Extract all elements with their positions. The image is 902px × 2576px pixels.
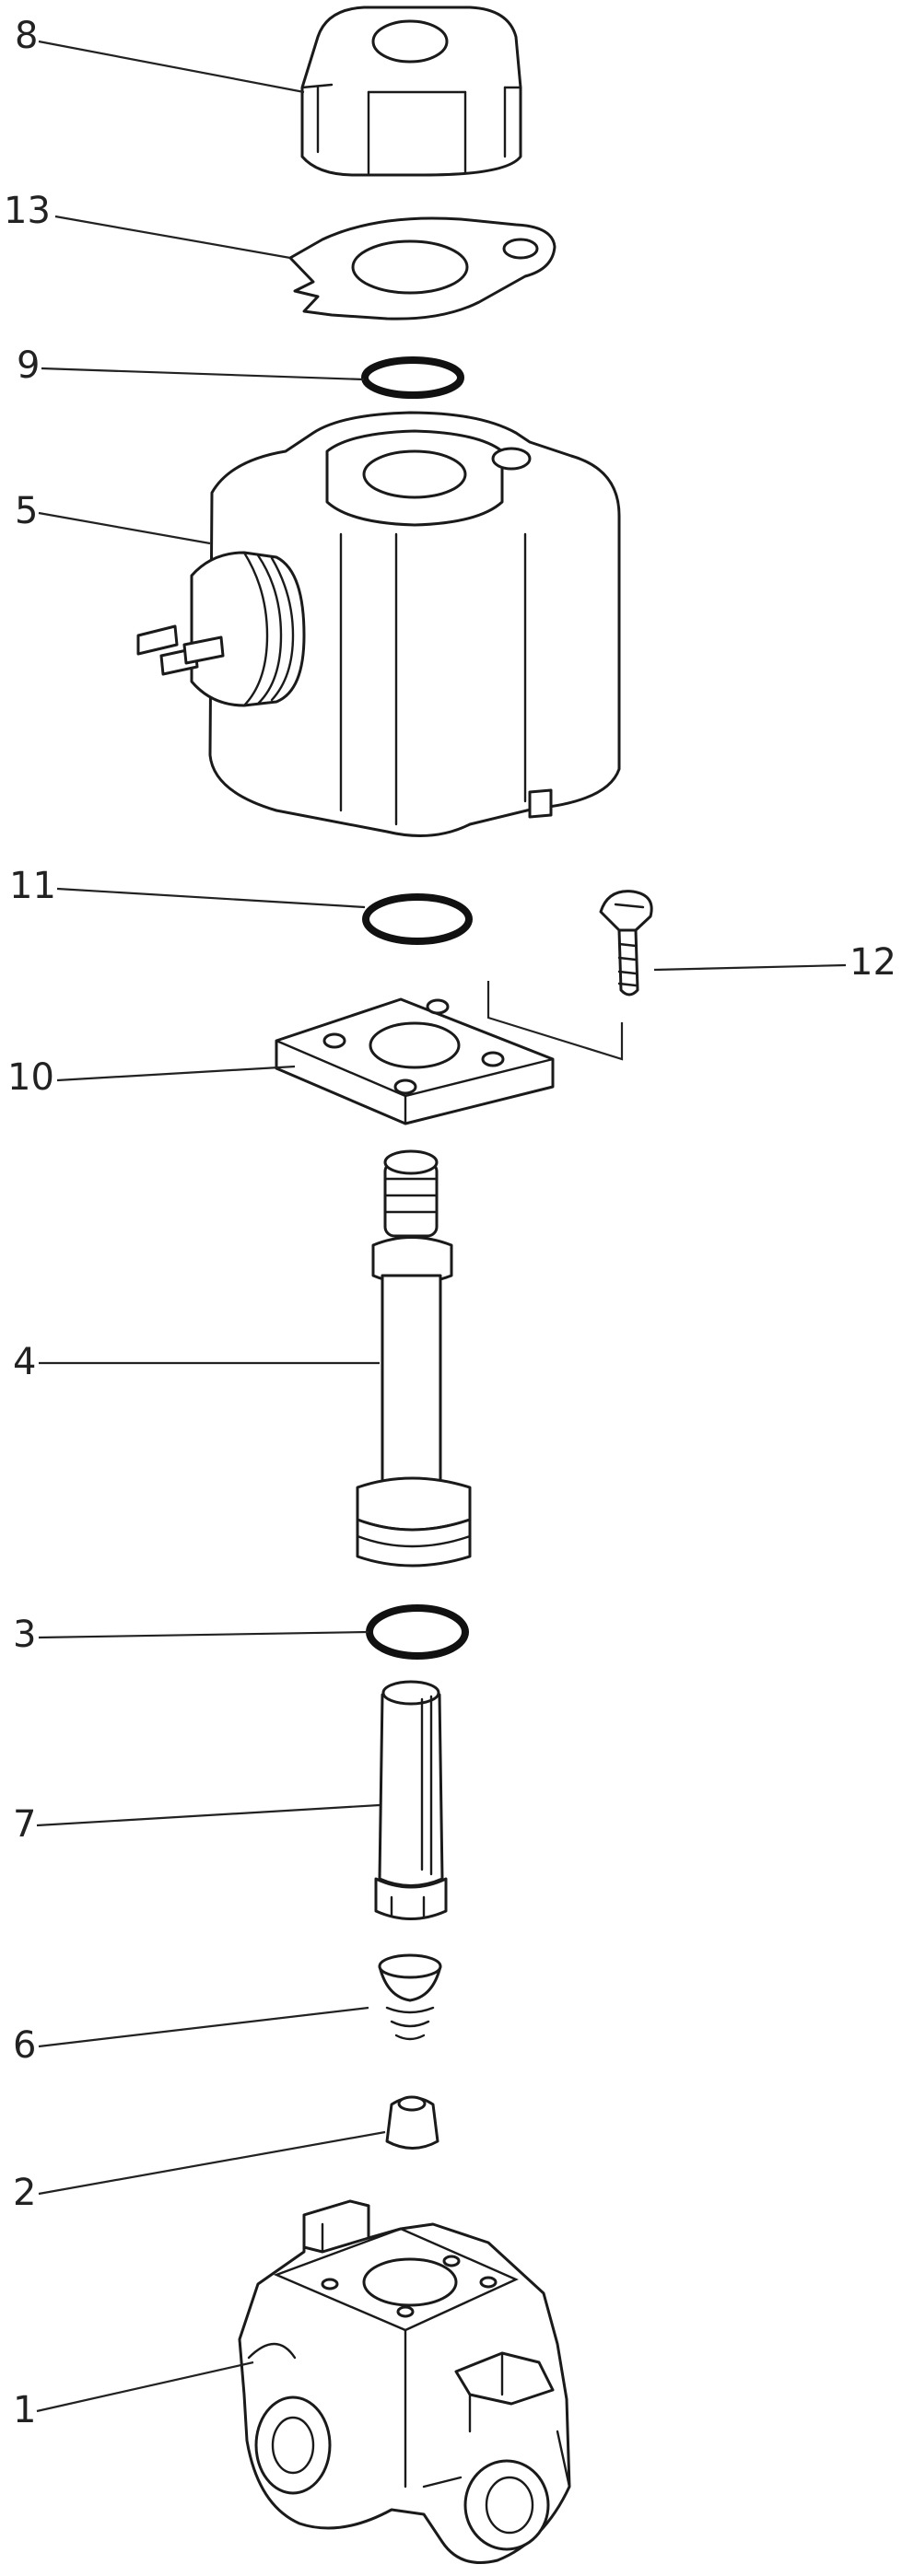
leader-13 xyxy=(54,215,291,260)
part-7-plunger xyxy=(374,1680,448,1920)
callout-6: 6 xyxy=(13,2024,36,2067)
leader-2 xyxy=(38,2130,386,2196)
callout-10: 10 xyxy=(7,1056,54,1099)
callout-7: 7 xyxy=(13,1803,36,1846)
part-6-spring xyxy=(378,1953,442,2041)
leader-10 xyxy=(56,1065,296,1082)
part-12-screw xyxy=(486,890,653,1061)
part-2-seat xyxy=(385,2095,439,2150)
part-5-solenoid-coil xyxy=(136,411,621,837)
leader-5 xyxy=(38,511,211,545)
callout-12: 12 xyxy=(849,941,896,984)
part-11-o-ring xyxy=(362,893,473,945)
leader-12 xyxy=(653,963,847,972)
part-10-square-plate xyxy=(275,997,555,1125)
leader-11 xyxy=(56,887,366,909)
part-9-o-ring xyxy=(361,356,464,399)
leader-6 xyxy=(38,2006,369,2048)
part-4-tube xyxy=(356,1149,472,1568)
callout-8: 8 xyxy=(15,15,38,57)
leader-9 xyxy=(41,367,365,381)
callout-5: 5 xyxy=(15,490,38,532)
part-13-plate xyxy=(288,216,556,321)
leader-8 xyxy=(38,40,305,94)
part-8-nut xyxy=(300,6,522,177)
leader-1 xyxy=(36,2360,254,2413)
callout-11: 11 xyxy=(9,865,56,907)
callout-13: 13 xyxy=(4,190,51,232)
callout-2: 2 xyxy=(13,2172,36,2214)
leader-3 xyxy=(38,1630,369,1639)
part-3-o-ring xyxy=(366,1604,469,1660)
callout-labels: 8 13 9 5 11 12 10 4 3 7 6 2 1 xyxy=(4,15,896,2431)
leader-lines xyxy=(36,40,847,2413)
callout-9: 9 xyxy=(17,344,40,387)
callout-3: 3 xyxy=(13,1614,36,1656)
callout-4: 4 xyxy=(13,1341,36,1383)
part-1-valve-body xyxy=(238,2199,571,2564)
callout-1: 1 xyxy=(13,2389,36,2431)
leader-7 xyxy=(36,1803,381,1827)
